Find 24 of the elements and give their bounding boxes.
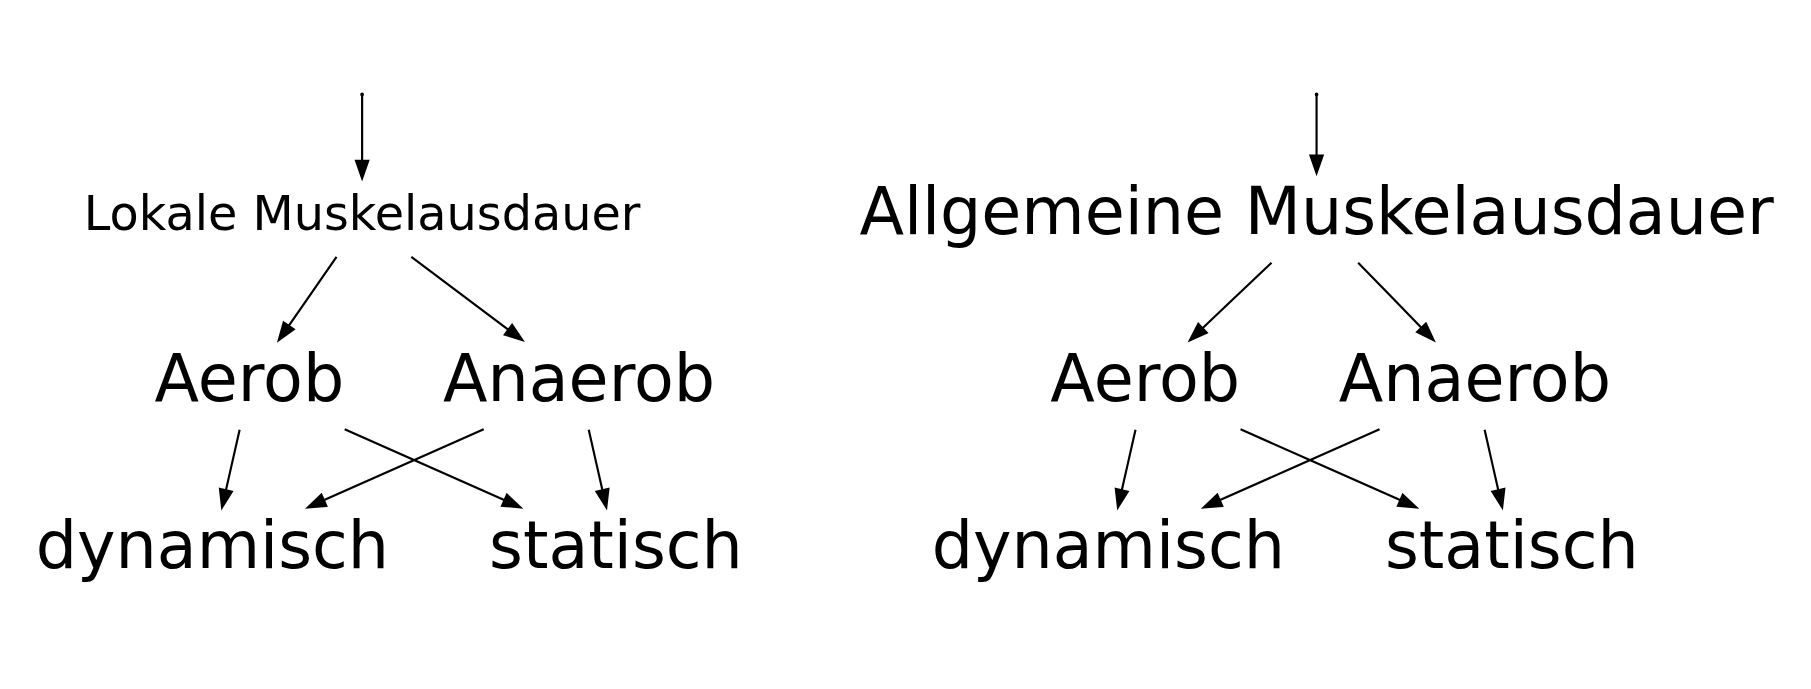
node-text: Aerob xyxy=(1050,340,1241,416)
arrow xyxy=(304,427,485,509)
node-text: dynamisch xyxy=(35,507,390,583)
arrow xyxy=(1357,261,1436,343)
node-text: Allgemeine Muskelausdauer xyxy=(859,173,1774,249)
arrow xyxy=(1240,427,1420,509)
arrow xyxy=(1308,95,1325,176)
node-text: Lokale Muskelausdauer xyxy=(83,185,641,241)
arrow xyxy=(354,95,370,181)
node-text: statisch xyxy=(1384,507,1639,583)
node-text: Anaerob xyxy=(1338,340,1611,416)
arrow xyxy=(1187,261,1273,342)
arrow xyxy=(276,255,338,343)
arrow xyxy=(218,429,241,510)
arrow xyxy=(587,429,610,510)
node-text: dynamisch xyxy=(931,507,1285,583)
node-text: Anaerob xyxy=(443,340,716,416)
arrow xyxy=(1483,429,1506,510)
arrow xyxy=(1200,427,1380,509)
arrow xyxy=(344,427,524,509)
node-text: statisch xyxy=(489,507,743,583)
node-text: Aerob xyxy=(154,340,345,416)
arrow xyxy=(410,255,525,342)
arrow xyxy=(1114,429,1137,510)
